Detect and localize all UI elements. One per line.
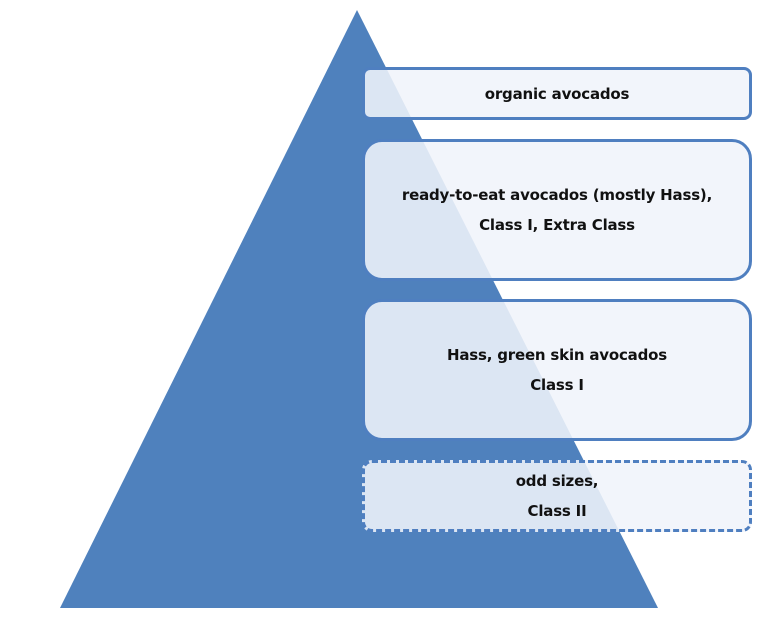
tier-1-line-1: organic avocados — [484, 84, 630, 103]
tier-4-line-2: Class II — [527, 502, 587, 520]
tier-3-line-1: Hass, green skin avocados — [447, 346, 667, 364]
tier-hass-green-skin-avocados: Hass, green skin avocados Class I — [362, 299, 752, 441]
tier-ready-to-eat-avocados: ready-to-eat avocados (mostly Hass), Cla… — [362, 139, 752, 281]
tier-4-line-1: odd sizes, — [515, 472, 599, 490]
pyramid-triangle — [60, 10, 658, 608]
tier-organic-avocados: organic avocados — [362, 67, 752, 120]
tier-2-line-2: Class I, Extra Class — [479, 216, 635, 234]
tier-2-line-1: ready-to-eat avocados (mostly Hass), — [401, 186, 713, 204]
tier-3-line-2: Class I — [530, 376, 584, 394]
tier-odd-sizes: odd sizes, Class II — [362, 460, 752, 532]
